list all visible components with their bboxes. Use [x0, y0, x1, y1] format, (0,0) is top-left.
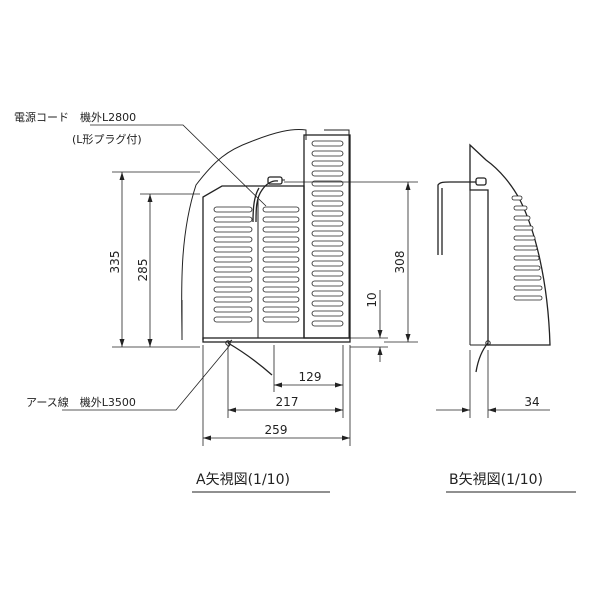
- earth-wire-leader: [62, 344, 231, 411]
- view-a-drawing: 335 285 308 10: [14, 110, 418, 493]
- earth-wire-note: アース線 機外L3500: [26, 395, 136, 409]
- dim-259: [202, 345, 351, 446]
- dim-129-label: 129: [299, 370, 322, 384]
- dim-217: [227, 345, 344, 418]
- base-plate: [202, 337, 351, 343]
- view-b-drawing: 34 B矢視図(1/10): [436, 143, 576, 493]
- dim-308: [284, 181, 418, 343]
- front-louver-panel: [202, 185, 305, 340]
- dim-259-label: 259: [265, 423, 288, 437]
- side-outline: [469, 143, 551, 346]
- dim-34: [436, 350, 550, 418]
- dim-285-label: 285: [136, 259, 150, 282]
- earth-wire: [225, 339, 273, 376]
- dim-10: [350, 290, 388, 362]
- power-cord: [252, 176, 285, 223]
- dim-285: [140, 193, 200, 347]
- dim-217-label: 217: [276, 395, 299, 409]
- dim-129: [273, 345, 344, 392]
- view-b-title: B矢視図(1/10): [449, 472, 543, 488]
- power-cord-note: 電源コード 機外L2800: [14, 110, 136, 124]
- view-a-title: A矢視図(1/10): [196, 472, 290, 488]
- side-power-cord: [437, 177, 487, 255]
- right-louver-panel: [303, 134, 351, 339]
- dim-335: [112, 171, 200, 348]
- power-cord-leader: [90, 124, 267, 207]
- dim-34-label: 34: [524, 395, 539, 409]
- power-cord-note-sub: (L形プラグ付): [72, 132, 142, 146]
- dim-10-label: 10: [365, 292, 379, 307]
- body-outline: [181, 129, 350, 341]
- side-louver: [511, 195, 543, 301]
- dim-308-label: 308: [393, 251, 407, 274]
- side-earth-wire: [475, 342, 489, 373]
- dim-335-label: 335: [108, 251, 122, 274]
